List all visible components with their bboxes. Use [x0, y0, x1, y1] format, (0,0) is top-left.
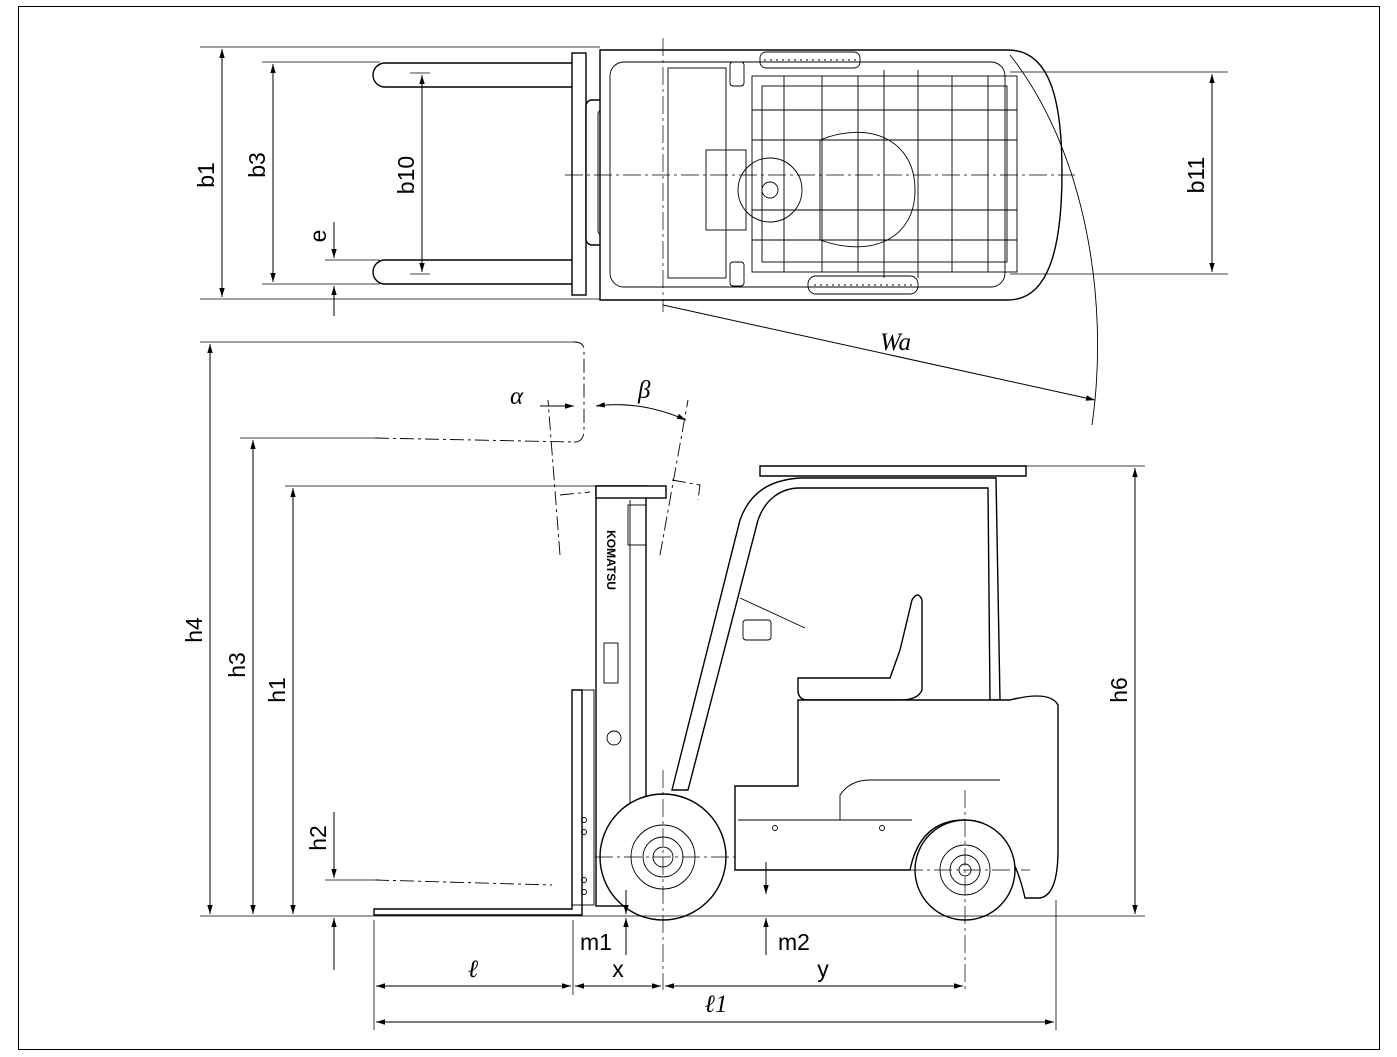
label-wa: Wa: [880, 329, 911, 356]
label-beta: β: [637, 377, 651, 404]
top-fork-lower: [372, 259, 579, 285]
top-overhead-guard: [751, 70, 1018, 278]
label-h4: h4: [181, 617, 207, 643]
mast-brand: KOMATSU: [604, 530, 618, 590]
label-e: e: [305, 230, 331, 243]
label-b1: b1: [193, 162, 219, 188]
label-alpha: α: [510, 383, 524, 410]
top-steering-wheel: [737, 157, 803, 223]
side-view: KOMATSU: [373, 341, 1059, 990]
top-fork-upper: [372, 62, 579, 88]
top-seat: [819, 131, 916, 248]
side-overhead-guard: [759, 465, 1027, 477]
side-dimensions: h4 h3 h1 h2 h6 α β m1 m2 ℓ x y: [181, 341, 1145, 1030]
top-dimensions: b1 b3 b10 b11 e Wa: [193, 46, 1228, 426]
turning-arc: [1009, 54, 1099, 426]
label-h6: h6: [1106, 677, 1132, 703]
label-h1: h1: [264, 677, 290, 703]
top-counterweight-vent: [759, 51, 919, 295]
drawing-frame: [18, 6, 1380, 1050]
label-l1: ℓ1: [705, 991, 728, 1018]
label-h2: h2: [305, 825, 331, 851]
label-b11: b11: [1183, 157, 1209, 194]
side-fork-shank: [571, 689, 595, 906]
top-view: [372, 38, 1075, 312]
top-carriage: [571, 52, 587, 296]
label-m1: m1: [580, 929, 612, 955]
side-body: [734, 695, 1059, 899]
label-y: y: [817, 956, 829, 982]
side-seat: [797, 594, 923, 701]
label-h3: h3: [224, 652, 250, 678]
label-b10: b10: [393, 156, 419, 194]
label-b3: b3: [244, 152, 270, 178]
label-l: ℓ: [468, 956, 479, 983]
label-x: x: [612, 956, 624, 982]
label-m2: m2: [778, 929, 810, 955]
